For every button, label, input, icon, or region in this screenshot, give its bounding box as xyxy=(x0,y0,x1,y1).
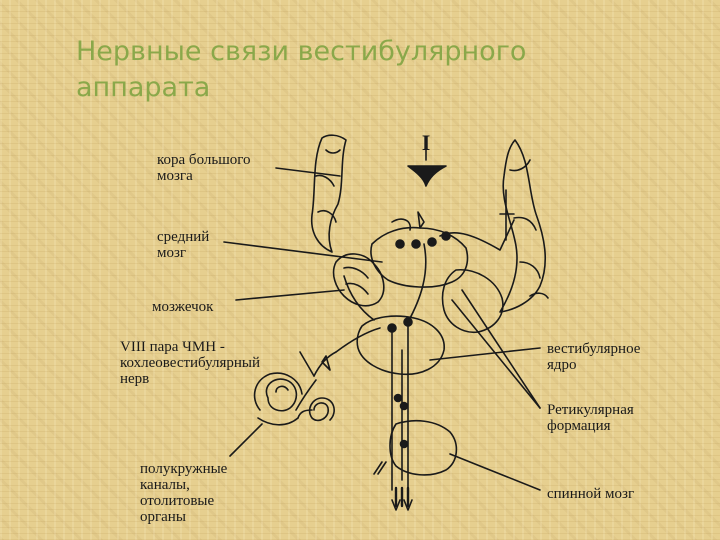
cerebellum-shape xyxy=(332,253,385,307)
label-cortex: кора большого мозга xyxy=(157,152,251,184)
leader-cortex xyxy=(275,167,341,177)
left-cortex-outline xyxy=(310,134,347,253)
leader-spinal xyxy=(449,453,541,491)
label-midbrain: средний мозг xyxy=(157,229,210,261)
label-nerve: VIII пара ЧМН - кохлеовестибулярный нерв xyxy=(120,339,260,387)
labyrinth-icon xyxy=(253,372,335,426)
leader-nucleus xyxy=(429,347,541,361)
slide-title: Нервные связи вестибулярного аппарата xyxy=(76,36,527,103)
pons-shape xyxy=(441,269,504,334)
top-marker-label: I xyxy=(422,130,431,155)
vestibular-ganglion xyxy=(313,351,337,377)
label-canals: полукружные каналы, отолитовые органы xyxy=(140,461,228,525)
leader-nerve xyxy=(299,351,315,377)
top-marker-arrow xyxy=(407,165,447,187)
leader-midbrain xyxy=(223,241,383,263)
right-cortex-outline xyxy=(499,139,546,313)
leader-canals xyxy=(229,423,263,457)
label-reticular-formation: Ретикулярная формация xyxy=(547,402,634,434)
label-cerebellum: мозжечок xyxy=(152,299,214,315)
spinal-cord-shape xyxy=(389,419,458,476)
leader-reticular-2 xyxy=(461,289,541,409)
medulla-shape xyxy=(356,315,445,376)
label-vestibular-nucleus: вестибулярное ядро xyxy=(547,341,641,373)
leader-cerebellum xyxy=(235,289,345,301)
label-spinal-cord: спинной мозг xyxy=(547,486,635,502)
leader-reticular-1 xyxy=(451,299,541,409)
midbrain-shape xyxy=(370,226,469,288)
